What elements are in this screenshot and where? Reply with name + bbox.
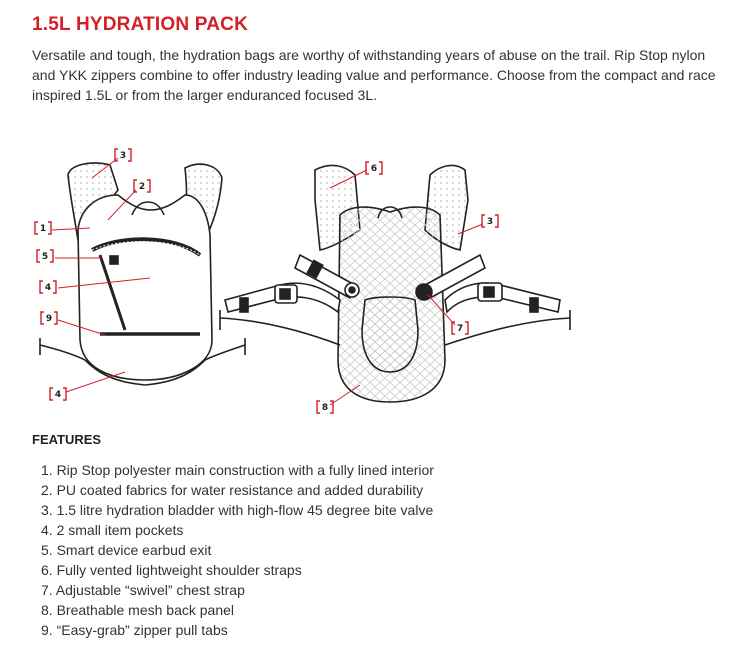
front-view-pack xyxy=(39,162,246,386)
product-description: Versatile and tough, the hydration bags … xyxy=(32,47,716,103)
callout-label: 7 xyxy=(457,324,463,334)
features-list: 1. Rip Stop polyester main construction … xyxy=(41,460,434,640)
callout-badge-8: 8 xyxy=(316,400,334,414)
hydration-pack-diagram: 3 2 1 5 4 9 4 6 3 7 8 xyxy=(34,148,571,414)
callout-badge-5: 5 xyxy=(36,249,54,263)
callout-label: 1 xyxy=(40,224,46,234)
callout-label: 4 xyxy=(55,390,61,400)
callout-badge-7: 7 xyxy=(451,321,469,335)
callout-badge-4: 4 xyxy=(49,387,67,401)
page-title: 1.5L HYDRATION PACK xyxy=(32,14,248,35)
callout-leaders xyxy=(51,157,484,406)
list-item: 7. Adjustable “swivel” chest strap xyxy=(41,582,245,598)
list-item: 9. “Easy-grab” zipper pull tabs xyxy=(41,622,228,638)
callout-badge-3: 3 xyxy=(114,148,132,162)
list-item: 4. 2 small item pockets xyxy=(41,522,184,538)
callout-label: 3 xyxy=(120,151,126,161)
callout-label: 6 xyxy=(371,164,377,174)
callout-label: 9 xyxy=(46,314,52,324)
callout-label: 2 xyxy=(139,182,145,192)
callout-badge-4: 4 xyxy=(39,280,57,294)
list-item: 2. PU coated fabrics for water resistanc… xyxy=(41,482,424,498)
features-heading: FEATURES xyxy=(32,432,102,447)
list-item: 6. Fully vented lightweight shoulder str… xyxy=(41,562,302,578)
list-item: 1. Rip Stop polyester main construction … xyxy=(41,462,434,478)
list-item: 3. 1.5 litre hydration bladder with high… xyxy=(41,502,434,518)
callout-badge-9: 9 xyxy=(40,311,58,325)
callout-badge-1: 1 xyxy=(34,221,52,235)
callout-badge-2: 2 xyxy=(133,179,151,193)
callout-label: 3 xyxy=(487,217,493,227)
list-item: 8. Breathable mesh back panel xyxy=(41,602,235,618)
list-item: 5. Smart device earbud exit xyxy=(41,542,212,558)
callout-label: 8 xyxy=(322,403,328,413)
callout-label: 4 xyxy=(45,283,51,293)
callout-badge-3: 3 xyxy=(481,214,499,228)
back-view-pack xyxy=(219,164,571,403)
callout-label: 5 xyxy=(42,252,48,262)
callout-badge-6: 6 xyxy=(365,161,383,175)
